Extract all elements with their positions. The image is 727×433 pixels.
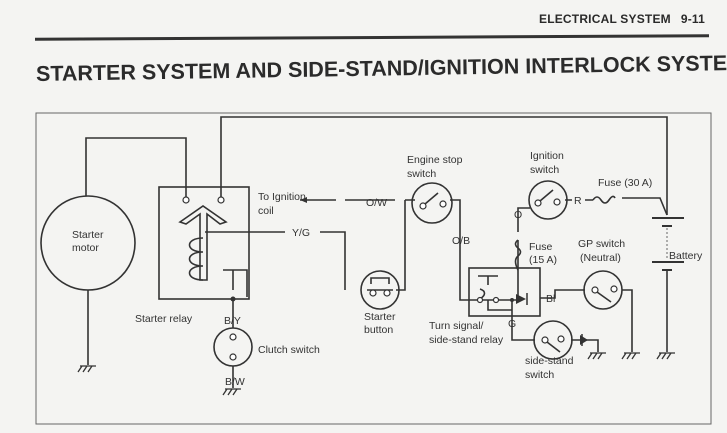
label: GP switch <box>578 238 625 250</box>
label: motor <box>72 242 99 254</box>
ground-icon <box>587 352 606 360</box>
label: Starter relay <box>135 313 193 325</box>
starter-relay <box>158 186 250 302</box>
page-number: 9-11 <box>680 12 705 26</box>
label: O/B <box>452 235 470 247</box>
ignition-switch <box>528 180 568 220</box>
label: O <box>514 209 522 221</box>
label: Fuse (30 A) <box>598 177 652 189</box>
label: Starter <box>72 229 104 241</box>
label: (15 A) <box>529 254 557 266</box>
label: switch <box>407 168 436 180</box>
label: coil <box>258 205 274 217</box>
arrow-icon <box>300 197 307 203</box>
ground-symbols <box>77 352 675 396</box>
gp-switch <box>583 270 623 310</box>
ground-icon <box>656 352 675 360</box>
ground-icon <box>77 365 96 373</box>
label: Ignition <box>530 150 564 162</box>
label: switch <box>525 369 554 381</box>
label: Y/G <box>292 227 310 239</box>
label: B/W <box>225 376 245 388</box>
label: Battery <box>669 250 703 262</box>
fuse-15a-symbol <box>514 239 522 271</box>
side-stand-switch <box>533 320 588 360</box>
fuse-30a-symbol <box>592 195 616 204</box>
label: To Ignition <box>258 191 306 203</box>
engine-stop-switch <box>411 182 453 224</box>
label: Turn signal/ <box>429 320 484 332</box>
label: side-stand relay <box>429 334 504 346</box>
wires <box>85 116 668 388</box>
side-stand-relay <box>468 267 541 317</box>
ground-icon <box>222 388 241 396</box>
label: G <box>508 318 516 330</box>
starter-button <box>360 270 400 310</box>
label: Fuse <box>529 241 553 253</box>
starter-motor <box>40 195 136 291</box>
ground-icon <box>621 352 640 360</box>
clutch-switch <box>213 327 253 367</box>
label: button <box>364 324 393 336</box>
label: R <box>574 195 582 207</box>
label: B/Y <box>224 315 241 327</box>
label: (Neutral) <box>580 252 621 264</box>
label: switch <box>530 164 559 176</box>
label: Starter <box>364 311 396 323</box>
labels: Starter motor Starter relay To Ignition … <box>72 150 703 388</box>
label: O/W <box>366 197 387 209</box>
label: Engine stop <box>407 154 463 166</box>
battery-symbol <box>652 217 684 271</box>
section-name: ELECTRICAL SYSTEM <box>538 12 671 26</box>
diagram-frame <box>35 112 712 425</box>
label: Clutch switch <box>258 344 320 356</box>
running-header: ELECTRICAL SYSTEM 9-11 <box>539 12 705 26</box>
label: side-stand <box>525 355 574 367</box>
label: Bl <box>546 293 555 305</box>
